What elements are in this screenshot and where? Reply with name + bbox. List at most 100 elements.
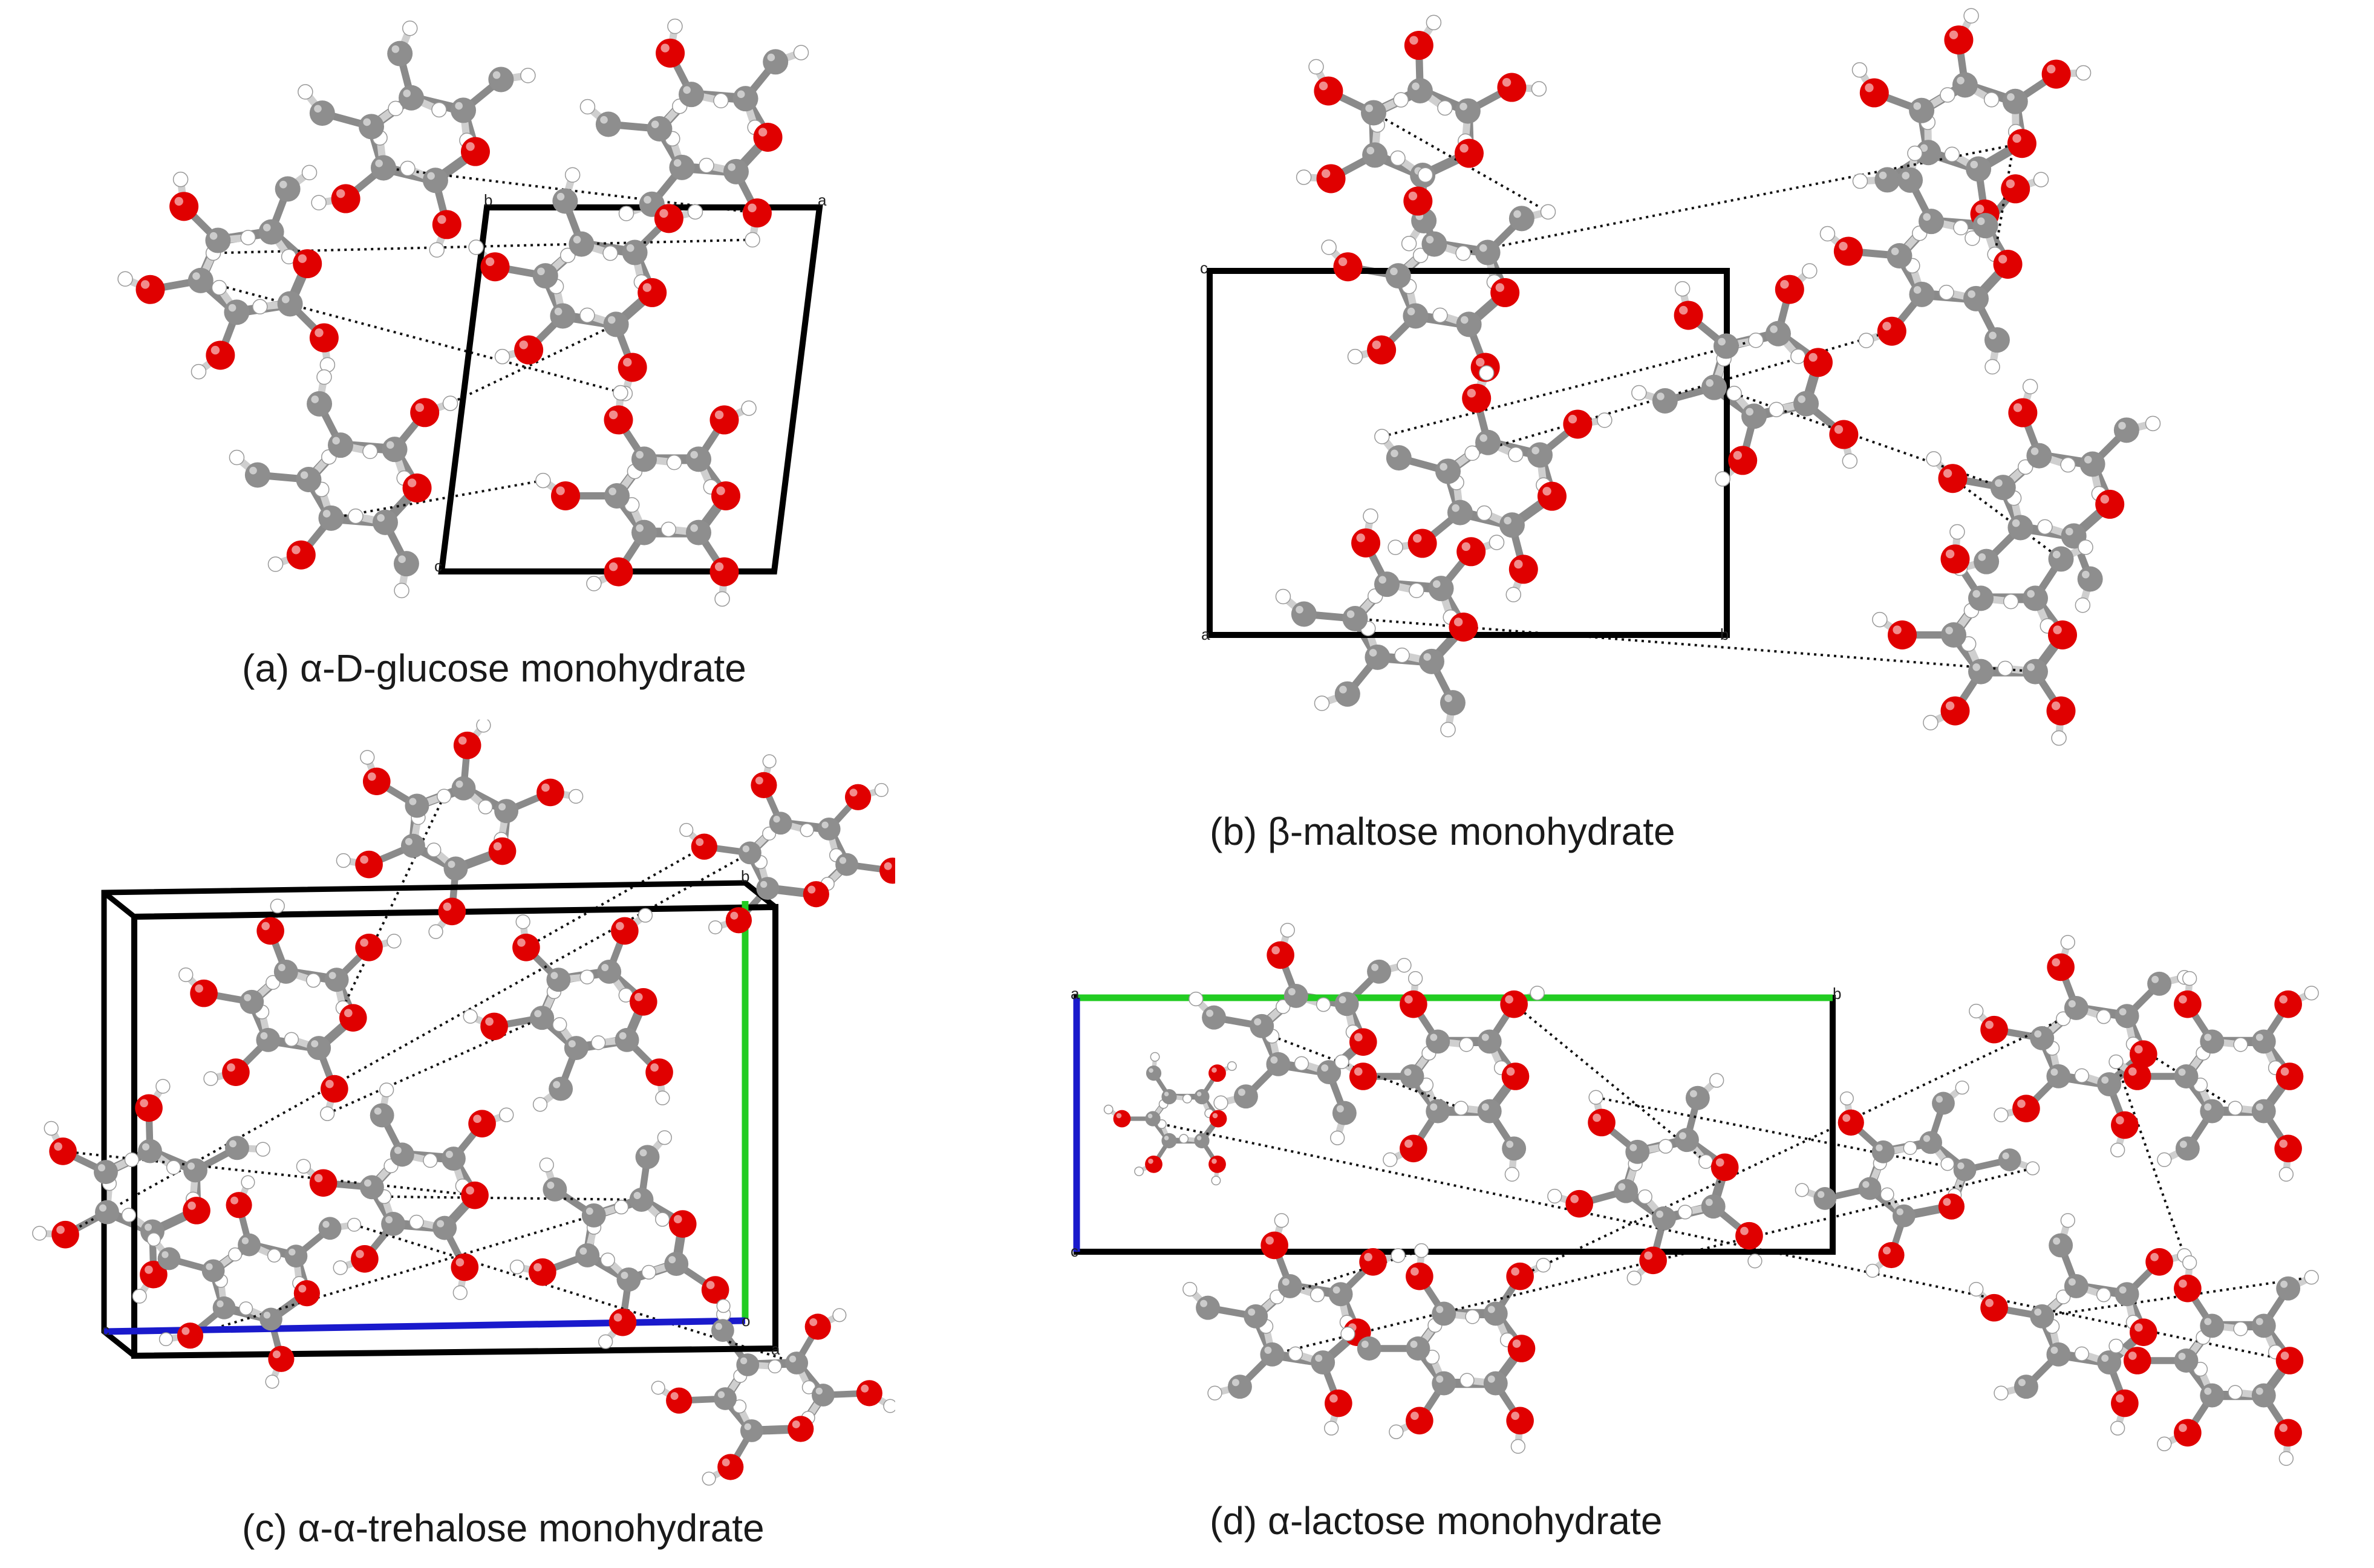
atom-highlight [1212,1113,1218,1119]
hydrogen-atom [1294,1056,1309,1071]
atom-highlight [537,267,545,276]
carbon-atom [1161,1133,1177,1148]
oxygen-atom [480,1012,508,1041]
oxygen-atom [1829,420,1859,449]
atom-highlight [2018,1379,2026,1387]
atom-highlight [1839,241,1848,251]
carbon-atom [1793,391,1819,417]
oxygen-atom [788,1416,814,1442]
carbon-atom [225,1136,249,1160]
oxygen-atom [309,1169,338,1197]
caption-c: (c) α-α-trehalose monohydrate [242,1506,765,1550]
carbon-atom [595,111,621,137]
oxygen-atom [2123,1347,2151,1374]
hydrogen-atom [452,1285,468,1300]
atom-highlight [1147,1113,1153,1119]
atom-highlight [1879,171,1887,180]
oxygen-atom [638,278,667,307]
atom-highlight [1798,395,1805,403]
carbon-atom [1196,1295,1221,1320]
hydrogen-atom [598,1334,613,1349]
hydrogen-atom [2037,519,2053,535]
hydrogen-atom [1819,226,1836,242]
hydrogen-atom [1274,1213,1289,1228]
carbon-atom [382,437,408,463]
carbon-atom [451,776,476,801]
hydrogen-atom [762,754,777,769]
hydrogen-bond [200,279,625,395]
oxygen-atom [691,833,717,860]
carbon-atom [2048,546,2074,572]
oxygen-atom [512,933,540,961]
axis-label-d-2: c [1071,1242,1078,1260]
hydrogen-atom [394,582,409,599]
hydrogen-bond [1381,339,1756,438]
oxygen-atom [1351,528,1381,558]
atom-highlight [1998,255,2007,264]
atom-highlight [2179,1140,2187,1148]
hydrogen-atom [600,1252,615,1267]
oxygen-atom [856,1380,882,1407]
carbon-atom [1614,1179,1639,1203]
carbon-atom [564,1036,589,1060]
atom-highlight [1329,1394,1338,1403]
atom-highlight [228,304,236,312]
hydrogen-atom [316,369,332,385]
carbon-atom [1741,403,1767,429]
hydrogen-atom [428,924,443,939]
atom-highlight [1995,479,2003,487]
atom-highlight [533,1263,542,1272]
hydrogen-atom [532,1097,548,1112]
atom-highlight [2052,550,2061,559]
hydrogen-atom [1330,1130,1345,1145]
hydrogen-atom [360,750,375,765]
atom-highlight [660,44,670,53]
atom-highlight [1282,1278,1290,1286]
hydrogen-bond [342,795,445,1009]
atom-highlight [1315,1355,1323,1362]
carbon-atom [2200,1099,2225,1124]
hydrogen-atom [1388,539,1403,555]
atom-highlight [1972,590,1980,598]
carbon-atom [1858,1177,1882,1200]
atom-highlight [1413,533,1422,543]
atom-highlight [737,90,745,99]
atom-highlight [2068,1278,2076,1286]
carbon-atom [328,432,354,458]
atom-highlight [2027,590,2035,598]
carbon-atom [2200,1029,2225,1054]
oxygen-atom [49,1137,77,1165]
atom-highlight [2279,1139,2288,1148]
oxygen-atom [1993,249,2023,279]
carbon-atom [1968,585,1994,611]
carbon-atom [324,968,349,992]
atom-highlight [815,1387,823,1395]
carbon-atom [1250,1013,1274,1038]
atom-highlight [744,1423,751,1431]
unit-cell-c-front [131,903,778,1359]
oxygen-atom [1938,1193,1965,1220]
carbon-atom [2046,1342,2071,1367]
atom-highlight [1264,1346,1272,1354]
oxygen-atom [1333,252,1363,282]
atom-highlight [1943,1198,1951,1206]
oxygen-atom [1349,1062,1377,1090]
atom-highlight [1371,963,1379,971]
atom-highlight [1321,1064,1329,1072]
atom-highlight [2119,1286,2127,1294]
atom-highlight [1705,1199,1713,1206]
hydrogen-atom [1288,1346,1303,1361]
atom-highlight [2280,1352,2289,1360]
atom-highlight [1495,283,1505,292]
atom-highlight [1378,576,1386,584]
atom-highlight [1978,553,1986,561]
atom-highlight [140,1099,148,1108]
atom-highlight [849,789,858,797]
oxygen-atom [1359,1248,1387,1276]
atom-highlight [634,992,643,1001]
atom-highlight [714,410,724,420]
atom-highlight [1487,1306,1495,1313]
hydrogen-atom [1459,1373,1475,1388]
hydrogen-atom [1969,1003,1984,1019]
hydrogen-atom [1189,991,1204,1007]
